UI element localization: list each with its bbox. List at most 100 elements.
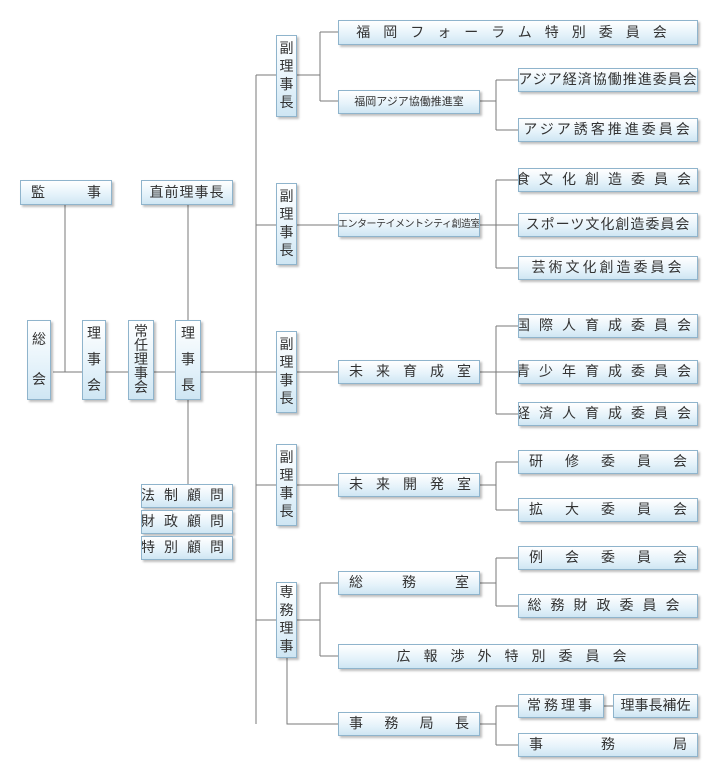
regular-meeting-committee-box: 例 会 委 員 会 (518, 546, 698, 570)
former-president-box: 直前理事長 (141, 180, 233, 205)
vice-president-char: 事 (279, 373, 294, 389)
business-talent-committee-label: 経済人育成委員会 (518, 406, 698, 422)
board-char: 理 (87, 326, 101, 342)
general-affairs-office-char: 総 (349, 575, 363, 591)
vice-president-box-1: 副 理 事 長 (276, 35, 297, 117)
general-affairs-finance-committee-label: 総務財政委員会 (527, 598, 689, 614)
vice-president-char: 理 (279, 355, 294, 371)
secretary-general-char: 事 (349, 716, 363, 732)
standing-board-char: 任 (134, 338, 148, 354)
public-relations-committee-label: 広報渉外特別委員会 (396, 648, 640, 665)
vice-president-char: 事 (279, 486, 294, 502)
vice-president-char: 長 (279, 95, 294, 111)
standing-board-box: 常 任 理 事 会 (128, 320, 154, 400)
vice-president-char: 長 (279, 391, 294, 407)
asia-economic-committee-box: アジア経済協働推進委員会 (518, 68, 698, 92)
special-advisor-box: 特別顧問 (141, 536, 233, 560)
entertainment-city-office-label: エンターテイメントシティ創造室 (338, 219, 480, 230)
regular-meeting-committee-char: 例 (529, 550, 543, 566)
secretariat-char: 事 (529, 737, 543, 753)
expansion-committee-char: 委 (601, 502, 615, 518)
vice-president-char: 理 (279, 207, 294, 223)
expansion-committee-char: 大 (565, 502, 579, 518)
general-affairs-office-char: 室 (455, 575, 469, 591)
youth-development-committee-box: 青少年育成委員会 (518, 360, 698, 384)
vice-president-char: 副 (279, 41, 294, 57)
secretariat-char: 務 (601, 737, 615, 753)
asia-economic-committee-label: アジア経済協働推進委員会 (518, 72, 698, 88)
executive-director-char: 事 (279, 639, 294, 655)
secretary-general-char: 務 (384, 716, 399, 732)
vice-president-char: 長 (279, 504, 294, 520)
auditor-label-1: 監 (31, 184, 45, 201)
general-affairs-office-char: 務 (402, 575, 416, 591)
president-assistant-label: 理事長補佐 (620, 698, 691, 714)
vice-president-box-2: 副 理 事 長 (276, 183, 297, 265)
vice-president-box-4: 副 理 事 長 (276, 444, 297, 526)
vice-president-char: 事 (279, 77, 294, 93)
executive-director-box: 専 務 理 事 (276, 582, 297, 658)
secretary-general-char: 長 (454, 716, 469, 732)
training-committee-char: 委 (601, 454, 615, 470)
finance-advisor-box: 財政顧問 (141, 510, 233, 534)
managing-director-box: 常務理事 (518, 694, 604, 718)
fukuoka-forum-committee-box: 福岡フォーラム特別委員会 (338, 20, 698, 45)
vice-president-char: 副 (279, 189, 294, 205)
president-assistant-box: 理事長補佐 (613, 694, 698, 718)
president-char: 長 (181, 378, 195, 394)
fukuoka-forum-committee-label: 福岡フォーラム特別委員会 (356, 24, 680, 41)
legal-advisor-label: 法制顧問 (141, 488, 233, 504)
expansion-committee-char: 拡 (529, 502, 543, 518)
business-talent-committee-box: 経済人育成委員会 (518, 402, 698, 426)
general-assembly-char: 総 (32, 332, 46, 348)
expansion-committee-char: 会 (673, 502, 687, 518)
general-affairs-finance-committee-box: 総務財政委員会 (518, 594, 698, 618)
youth-development-committee-label: 青少年育成委員会 (518, 364, 698, 380)
regular-meeting-committee-char: 会 (673, 550, 687, 566)
board-char: 事 (87, 352, 101, 368)
legal-advisor-box: 法制顧問 (141, 484, 233, 508)
sports-culture-committee-label: スポーツ文化創造委員会 (525, 217, 691, 233)
secretariat-box: 事 務 局 (518, 733, 698, 757)
future-development-education-office-label: 未来育成室 (349, 364, 480, 380)
standing-board-char: 事 (134, 366, 148, 382)
fukuoka-asia-office-box: 福岡アジア協働推進室 (338, 90, 480, 114)
training-committee-char: 会 (673, 454, 687, 470)
standing-board-char: 理 (134, 352, 148, 368)
vice-president-char: 副 (279, 450, 294, 466)
standing-board-char: 会 (134, 380, 148, 396)
fukuoka-asia-office-label: 福岡アジア協働推進室 (354, 95, 464, 108)
finance-advisor-label: 財政顧問 (141, 514, 233, 530)
future-development-education-office-box: 未来育成室 (338, 360, 480, 384)
regular-meeting-committee-char: 会 (565, 550, 579, 566)
entertainment-city-office-box: エンターテイメントシティ創造室 (338, 213, 480, 237)
training-committee-char: 員 (637, 454, 651, 470)
asia-tourism-committee-box: アジア誘客推進委員会 (518, 118, 698, 142)
training-committee-char: 研 (529, 454, 543, 470)
board-char: 会 (87, 378, 101, 394)
training-committee-box: 研 修 委 員 会 (518, 450, 698, 474)
secretariat-char: 局 (673, 737, 687, 753)
secretary-general-char: 局 (419, 716, 434, 732)
executive-director-char: 務 (279, 603, 294, 619)
future-development-office-label: 未来開発室 (349, 477, 480, 493)
vice-president-box-3: 副 理 事 長 (276, 331, 297, 413)
managing-director-label: 常務理事 (527, 698, 595, 714)
international-talent-committee-box: 国際人育成委員会 (518, 314, 698, 338)
food-culture-committee-box: 食文化創造委員会 (518, 168, 698, 192)
president-char: 事 (181, 352, 195, 368)
training-committee-char: 修 (565, 454, 579, 470)
president-box: 理 事 長 (175, 320, 201, 400)
president-char: 理 (181, 326, 195, 342)
vice-president-char: 事 (279, 225, 294, 241)
standing-board-char: 常 (134, 324, 148, 340)
regular-meeting-committee-char: 員 (637, 550, 651, 566)
vice-president-char: 理 (279, 59, 294, 75)
general-affairs-office-box: 総 務 室 (338, 571, 480, 595)
vice-president-char: 副 (279, 337, 294, 353)
sports-culture-committee-box: スポーツ文化創造委員会 (518, 213, 698, 237)
expansion-committee-char: 員 (637, 502, 651, 518)
asia-tourism-committee-label: アジア誘客推進委員会 (523, 122, 693, 138)
